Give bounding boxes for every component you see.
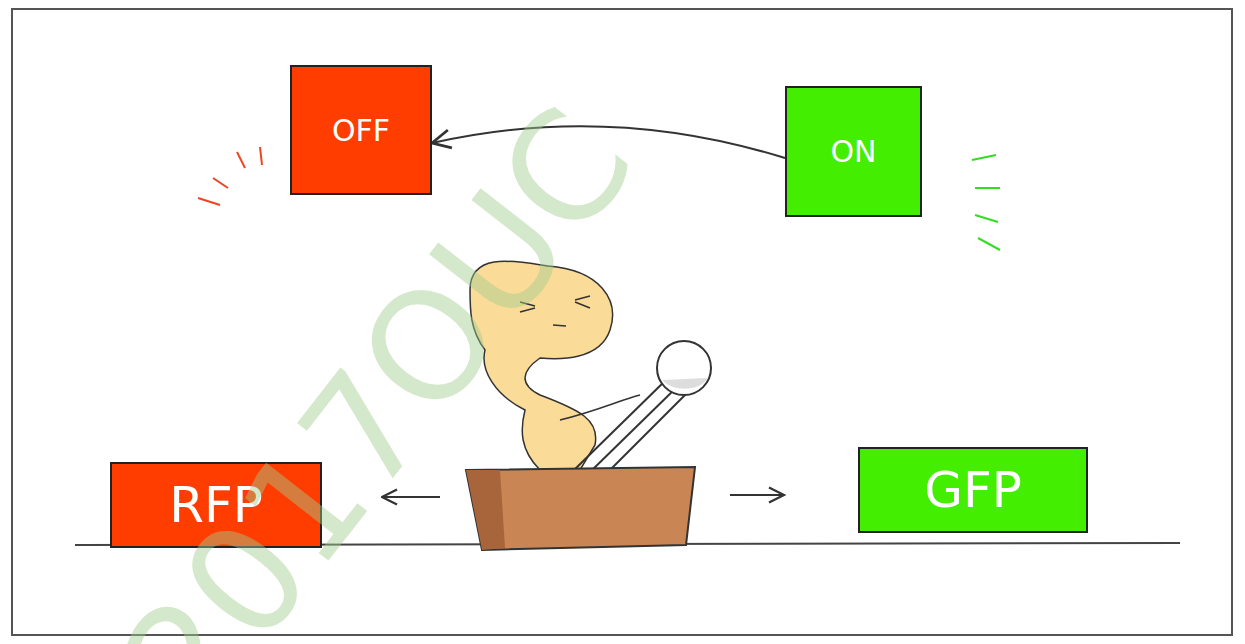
node-label: RFP <box>169 476 263 534</box>
curved-arrow <box>432 126 785 158</box>
node-label: OFF <box>332 113 390 148</box>
node-label: GFP <box>924 461 1022 519</box>
gfp-box: GFP <box>858 447 1088 533</box>
watermark: 2017OUC <box>90 77 667 644</box>
arrow-right <box>730 494 784 496</box>
pestle-shade <box>662 378 708 389</box>
on-box: ON <box>785 86 922 217</box>
off-box: OFF <box>290 65 432 195</box>
pestle-head <box>657 341 711 395</box>
mortar-shade <box>466 470 505 550</box>
frame-border <box>12 9 1232 635</box>
figure-body <box>470 261 612 470</box>
red-glow-marks <box>198 147 262 205</box>
rfp-box: RFP <box>110 462 322 548</box>
arrow-left <box>382 496 440 498</box>
figure-face <box>520 296 590 326</box>
node-label: ON <box>830 134 876 169</box>
green-glow-marks <box>972 155 1000 250</box>
mortar-bowl <box>466 467 695 550</box>
